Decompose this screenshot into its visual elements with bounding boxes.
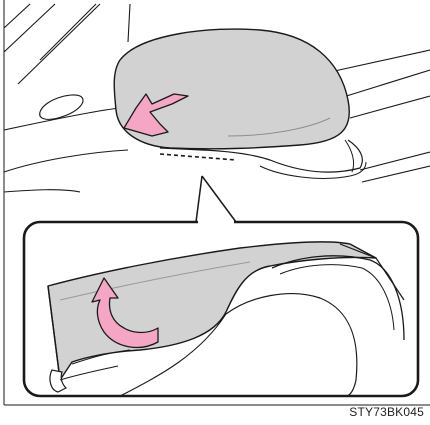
figure-reference-code: STY73BK045 (349, 405, 424, 419)
callout-pointer (196, 176, 236, 222)
detail-inset (24, 222, 418, 396)
cover-seam-dashed (160, 154, 236, 160)
